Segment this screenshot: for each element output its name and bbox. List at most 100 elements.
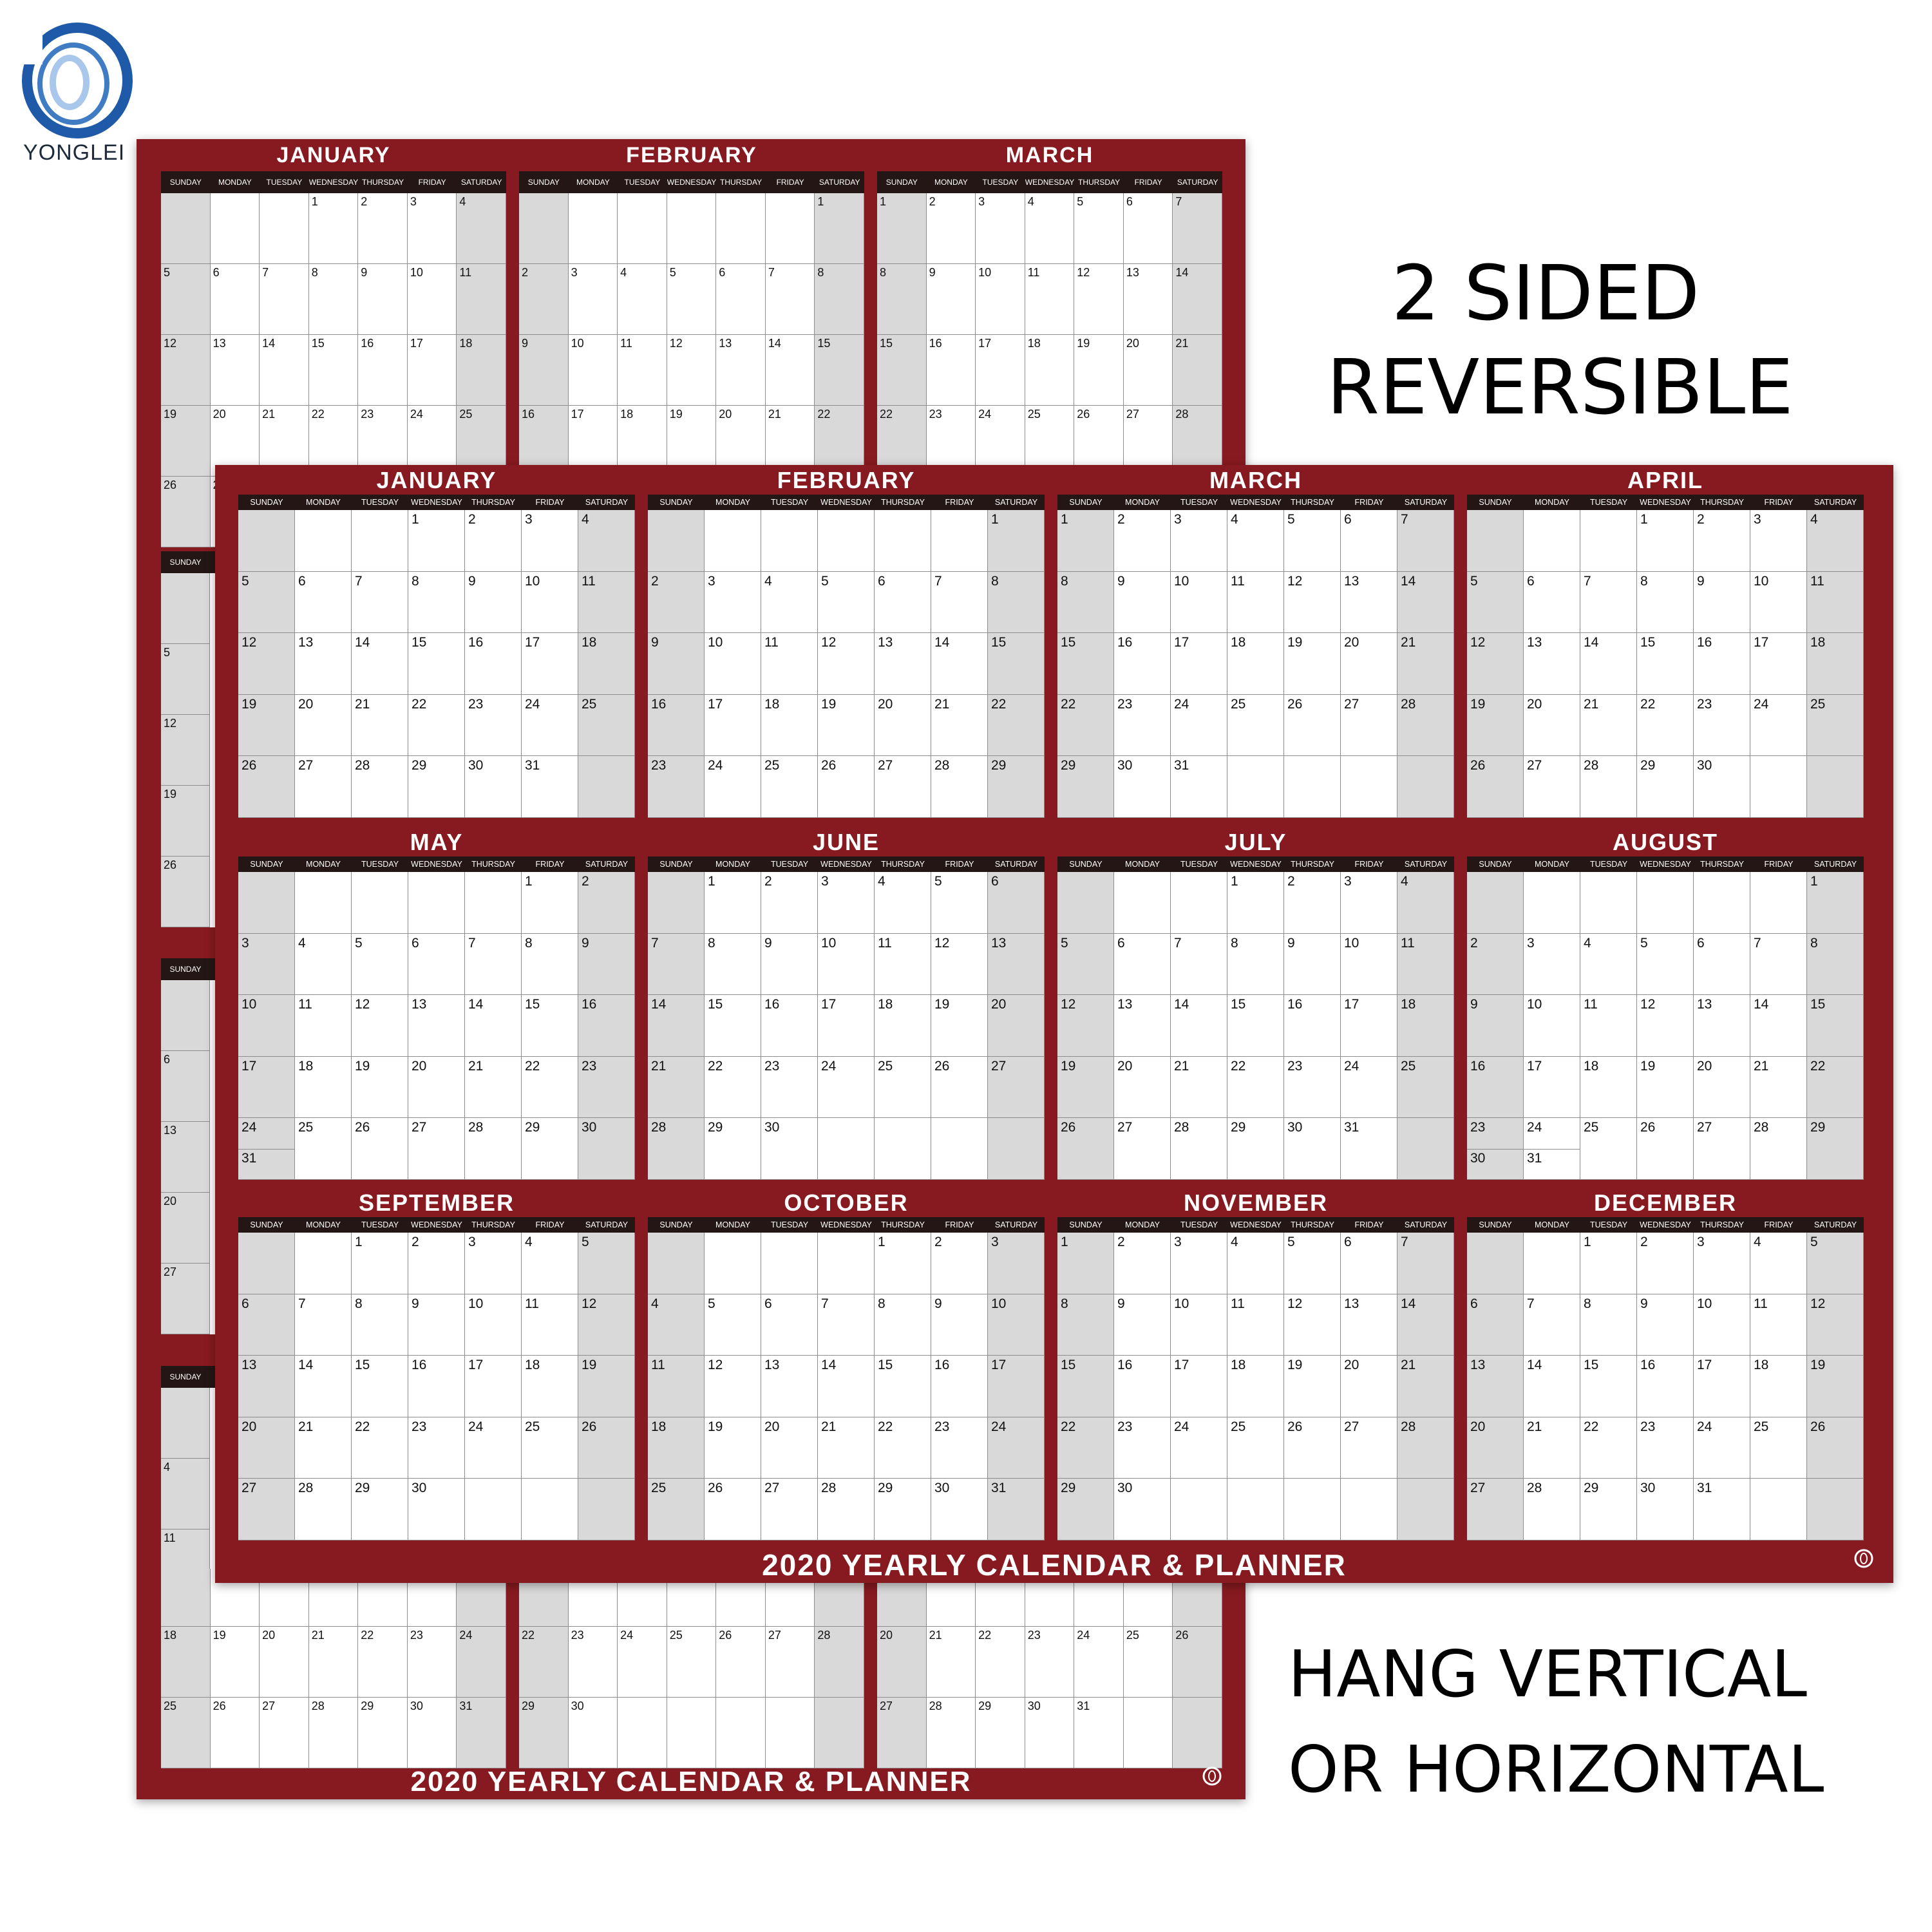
day-cell[interactable] xyxy=(1341,1294,1397,1356)
day-cell[interactable] xyxy=(238,933,295,996)
day-cell[interactable] xyxy=(667,1569,717,1627)
day-cell[interactable] xyxy=(761,1479,818,1540)
day-cell[interactable] xyxy=(818,571,875,634)
day-cell[interactable] xyxy=(1807,633,1864,695)
day-cell[interactable] xyxy=(1637,1294,1694,1356)
day-cell[interactable] xyxy=(1580,1056,1637,1119)
day-cell[interactable] xyxy=(1750,1056,1807,1119)
day-cell[interactable] xyxy=(1807,1479,1864,1540)
day-cell[interactable] xyxy=(408,694,465,757)
day-cell[interactable] xyxy=(765,1698,815,1768)
day-cell[interactable] xyxy=(1171,1056,1227,1119)
day-cell[interactable] xyxy=(618,1627,667,1698)
day-cell[interactable] xyxy=(260,335,309,406)
day-cell[interactable] xyxy=(648,510,705,572)
day-cell[interactable] xyxy=(522,1417,578,1479)
day-cell[interactable] xyxy=(1227,1417,1284,1479)
day-cell[interactable] xyxy=(875,1294,931,1356)
day-cell[interactable] xyxy=(1580,571,1637,634)
day-cell[interactable] xyxy=(1341,1056,1397,1119)
day-cell[interactable] xyxy=(1227,1118,1284,1180)
day-cell[interactable] xyxy=(648,694,705,757)
day-cell[interactable] xyxy=(705,1356,761,1417)
day-cell[interactable] xyxy=(295,694,352,757)
day-cell[interactable] xyxy=(408,756,465,818)
day-cell[interactable] xyxy=(1807,756,1864,818)
day-cell[interactable] xyxy=(818,933,875,996)
day-cell[interactable] xyxy=(1057,1118,1114,1180)
day-cell[interactable] xyxy=(161,1122,210,1193)
day-cell[interactable] xyxy=(1694,510,1750,572)
day-cell[interactable] xyxy=(408,571,465,634)
day-cell[interactable] xyxy=(408,933,465,996)
day-cell[interactable] xyxy=(308,264,359,335)
day-cell[interactable] xyxy=(1580,694,1637,757)
day-cell[interactable] xyxy=(1637,756,1694,818)
day-cell[interactable] xyxy=(1694,571,1750,634)
day-cell[interactable] xyxy=(988,1294,1045,1356)
day-cell[interactable] xyxy=(260,264,309,335)
day-cell[interactable] xyxy=(1123,1698,1173,1768)
day-cell[interactable] xyxy=(465,1356,522,1417)
day-cell[interactable] xyxy=(1284,510,1341,572)
day-cell[interactable] xyxy=(358,1698,408,1768)
day-cell[interactable] xyxy=(1694,1356,1750,1417)
day-cell[interactable] xyxy=(705,571,761,634)
day-cell[interactable] xyxy=(578,756,635,818)
day-cell[interactable] xyxy=(1341,995,1397,1057)
day-cell[interactable] xyxy=(1524,756,1580,818)
day-cell[interactable] xyxy=(648,872,705,934)
day-cell[interactable] xyxy=(238,694,295,757)
day-cell[interactable] xyxy=(260,1569,309,1627)
day-cell[interactable] xyxy=(1637,633,1694,695)
day-cell[interactable] xyxy=(1750,571,1807,634)
day-cell[interactable] xyxy=(161,1264,210,1334)
day-cell[interactable] xyxy=(1637,995,1694,1057)
day-cell[interactable] xyxy=(408,1118,465,1180)
day-cell[interactable] xyxy=(926,1569,976,1627)
day-cell[interactable] xyxy=(875,633,931,695)
day-cell[interactable] xyxy=(465,1118,522,1180)
day-cell[interactable] xyxy=(1397,1294,1454,1356)
day-cell[interactable] xyxy=(1057,1056,1114,1119)
day-cell[interactable] xyxy=(519,1627,569,1698)
day-cell[interactable] xyxy=(815,335,864,406)
day-cell[interactable] xyxy=(716,193,766,264)
day-cell[interactable] xyxy=(1227,1056,1284,1119)
day-cell[interactable] xyxy=(1524,510,1580,572)
day-cell[interactable] xyxy=(1580,1233,1637,1294)
day-cell[interactable] xyxy=(1467,933,1524,996)
day-cell[interactable] xyxy=(408,1233,465,1294)
day-cell[interactable] xyxy=(465,1417,522,1479)
day-cell[interactable] xyxy=(818,1294,875,1356)
day-cell[interactable] xyxy=(1524,1294,1580,1356)
day-cell[interactable] xyxy=(1171,694,1227,757)
day-cell[interactable] xyxy=(818,1417,875,1479)
day-cell[interactable] xyxy=(705,633,761,695)
day-cell[interactable] xyxy=(1284,633,1341,695)
day-cell[interactable] xyxy=(1227,571,1284,634)
day-cell[interactable] xyxy=(818,872,875,934)
day-cell[interactable] xyxy=(522,756,578,818)
day-cell[interactable] xyxy=(1074,1698,1124,1768)
day-cell[interactable] xyxy=(1173,406,1222,477)
day-cell[interactable] xyxy=(1123,335,1173,406)
day-cell[interactable] xyxy=(1341,872,1397,934)
day-cell[interactable] xyxy=(1637,1118,1694,1180)
day-cell[interactable] xyxy=(522,1294,578,1356)
day-cell[interactable] xyxy=(1580,1417,1637,1479)
day-cell[interactable] xyxy=(522,510,578,572)
day-cell[interactable] xyxy=(1467,1479,1524,1540)
day-cell[interactable] xyxy=(1284,756,1341,818)
day-cell[interactable] xyxy=(1171,571,1227,634)
day-cell[interactable] xyxy=(705,933,761,996)
day-cell[interactable] xyxy=(1341,510,1397,572)
day-cell[interactable] xyxy=(988,1056,1045,1119)
day-cell[interactable] xyxy=(407,1698,457,1768)
day-cell[interactable] xyxy=(210,1698,260,1768)
day-cell[interactable] xyxy=(765,1569,815,1627)
day-cell[interactable] xyxy=(161,1627,211,1698)
day-cell[interactable] xyxy=(1123,1627,1173,1698)
day-cell[interactable] xyxy=(1284,995,1341,1057)
day-cell[interactable] xyxy=(877,406,927,477)
